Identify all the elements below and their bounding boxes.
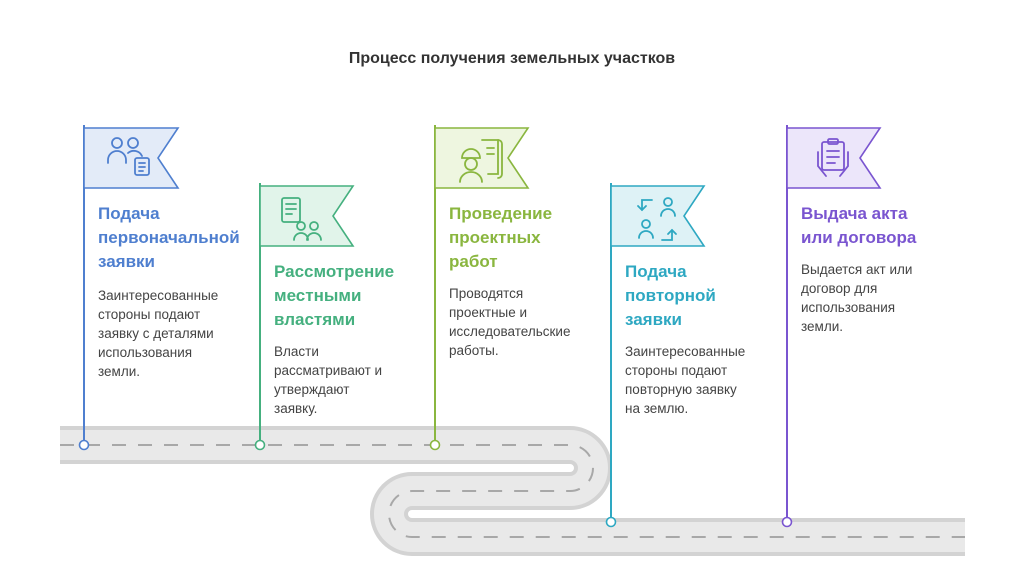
step-1-title: Подача первоначальной заявки xyxy=(98,204,240,271)
people-exchange-icon xyxy=(637,197,677,241)
step-5-title: Выдача акта или договора xyxy=(801,204,917,247)
step-3-description: Проводятся проектные и исследовательские… xyxy=(449,286,571,358)
step-2-title: Рассмотрение местными властями xyxy=(274,262,395,329)
people-document-icon xyxy=(107,137,150,176)
step-1-description: Заинтересованные стороны подают заявку с… xyxy=(98,288,219,379)
step-2-road-marker xyxy=(254,439,266,451)
step-5-flag xyxy=(781,125,882,528)
step-2-description: Власти рассматривают и утверждают заявку… xyxy=(274,344,383,416)
step-3-road-marker xyxy=(429,439,441,451)
step-1-flag xyxy=(78,125,180,451)
step-4-flag xyxy=(605,183,706,528)
step-3-flag xyxy=(429,125,530,451)
step-5-road-marker xyxy=(781,516,793,528)
step-4-description: Заинтересованные стороны подают повторну… xyxy=(625,344,746,416)
step-1-road-marker xyxy=(78,439,90,451)
road xyxy=(60,426,965,556)
step-3-title: Проведение проектных работ xyxy=(449,204,553,271)
engineer-blueprint-icon xyxy=(459,139,503,183)
step-5-description: Выдается акт или договор для использован… xyxy=(801,262,913,334)
step-2-flag xyxy=(254,183,355,451)
document-people-icon xyxy=(281,197,322,241)
step-4-title: Подача повторной заявки xyxy=(625,262,716,329)
step-4-road-marker xyxy=(605,516,617,528)
hands-clipboard-icon xyxy=(817,138,849,177)
diagram-title: Процесс получения земельных участков xyxy=(348,50,676,67)
